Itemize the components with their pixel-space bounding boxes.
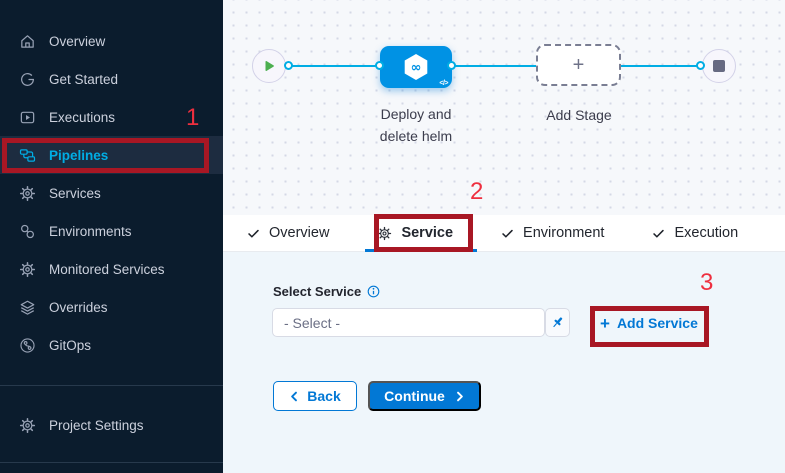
sidebar-item-label: Services: [49, 185, 101, 201]
add-stage-node[interactable]: +: [536, 44, 621, 86]
sidebar-item-label: GitOps: [49, 337, 92, 353]
cd-stage-icon: ∞: [404, 54, 428, 80]
svg-text:∞: ∞: [411, 61, 422, 76]
tab-service[interactable]: Service: [377, 225, 453, 241]
tab-environment[interactable]: Environment: [501, 225, 604, 241]
pipeline-canvas[interactable]: ∞ </> + Deploy and delete helm Add Stage: [223, 0, 785, 215]
add-service-label: Add Service: [616, 315, 698, 331]
layers-icon: [19, 299, 36, 316]
stop-icon: [713, 60, 725, 72]
executions-icon: [19, 109, 36, 126]
connector-dot[interactable]: [696, 61, 705, 70]
sidebar-item-label: Environments: [49, 223, 132, 239]
add-stage-label: Add Stage: [546, 107, 612, 123]
gear-icon: [377, 226, 392, 241]
runtime-input-pin-button[interactable]: [545, 308, 570, 337]
pipeline-end-node[interactable]: [702, 49, 736, 83]
check-icon: [501, 227, 514, 240]
sidebar: Overview Get Started Executions Pipeline…: [0, 0, 223, 473]
sidebar-item-label: Project Settings: [49, 417, 144, 433]
home-icon: [19, 33, 36, 50]
continue-button[interactable]: Continue: [368, 381, 481, 411]
sidebar-item-overrides[interactable]: Overrides: [0, 288, 223, 326]
connector-dot[interactable]: [284, 61, 293, 70]
plus-icon: +: [600, 313, 610, 333]
pipelines-icon: [19, 147, 36, 164]
pipeline-edge: [452, 65, 536, 67]
add-service-button[interactable]: + Add Service: [600, 311, 698, 335]
tab-label: Overview: [269, 225, 330, 241]
tab-label: Service: [401, 225, 454, 241]
sidebar-divider: [0, 385, 223, 386]
stage-name-label: Deploy and delete helm: [379, 106, 453, 144]
sidebar-item-label: Pipelines: [49, 147, 109, 163]
sidebar-item-label: Monitored Services: [49, 261, 165, 277]
sidebar-item-executions[interactable]: Executions: [0, 98, 223, 136]
pin-icon: [550, 315, 565, 330]
environments-icon: [19, 223, 36, 240]
tab-overview[interactable]: Overview: [247, 225, 329, 241]
code-badge: </>: [439, 80, 448, 87]
sidebar-item-overview[interactable]: Overview: [0, 22, 223, 60]
tab-label: Environment: [523, 225, 605, 241]
pipeline-edge: [621, 65, 702, 67]
gear-icon: [19, 417, 36, 434]
check-icon: [652, 227, 665, 240]
chevron-left-icon: [289, 391, 300, 402]
tab-execution[interactable]: Execution: [652, 225, 738, 241]
sidebar-item-get-started[interactable]: Get Started: [0, 60, 223, 98]
get-started-icon: [19, 71, 36, 88]
back-button[interactable]: Back: [273, 381, 357, 411]
sidebar-item-services[interactable]: Services: [0, 174, 223, 212]
pipeline-start-node[interactable]: [252, 49, 286, 83]
select-service-label: Select Service: [273, 284, 380, 299]
sidebar-item-pipelines[interactable]: Pipelines: [0, 136, 223, 174]
connector-dot[interactable]: [447, 61, 456, 70]
gear-icon: [19, 185, 36, 202]
sidebar-item-gitops[interactable]: GitOps: [0, 326, 223, 364]
pipeline-edge: [288, 65, 380, 67]
sidebar-item-label: Executions: [49, 109, 116, 125]
play-icon: [265, 61, 274, 71]
sidebar-item-label: Get Started: [49, 71, 119, 87]
plus-icon: +: [572, 54, 585, 76]
sidebar-divider: [0, 462, 223, 463]
chevron-right-icon: [454, 391, 465, 402]
stage-config-tabbar: Overview Service Environment Execution: [223, 215, 785, 252]
sidebar-item-project-settings[interactable]: Project Settings: [0, 406, 223, 444]
sidebar-item-label: Overrides: [49, 299, 108, 315]
check-icon: [247, 227, 260, 240]
service-tab-panel: Select Service - Select - + Add Service …: [223, 252, 785, 473]
stage-node-deploy-and-delete-helm[interactable]: ∞ </>: [380, 46, 452, 88]
tab-label: Execution: [674, 225, 739, 241]
sidebar-item-environments[interactable]: Environments: [0, 212, 223, 250]
info-icon[interactable]: [367, 285, 380, 298]
connector-dot[interactable]: [375, 61, 384, 70]
monitored-services-icon: [19, 261, 36, 278]
select-service-dropdown[interactable]: - Select -: [272, 308, 545, 337]
sidebar-item-monitored-services[interactable]: Monitored Services: [0, 250, 223, 288]
gitops-icon: [19, 337, 36, 354]
select-service-value: - Select -: [284, 314, 341, 331]
sidebar-item-label: Overview: [49, 33, 106, 49]
